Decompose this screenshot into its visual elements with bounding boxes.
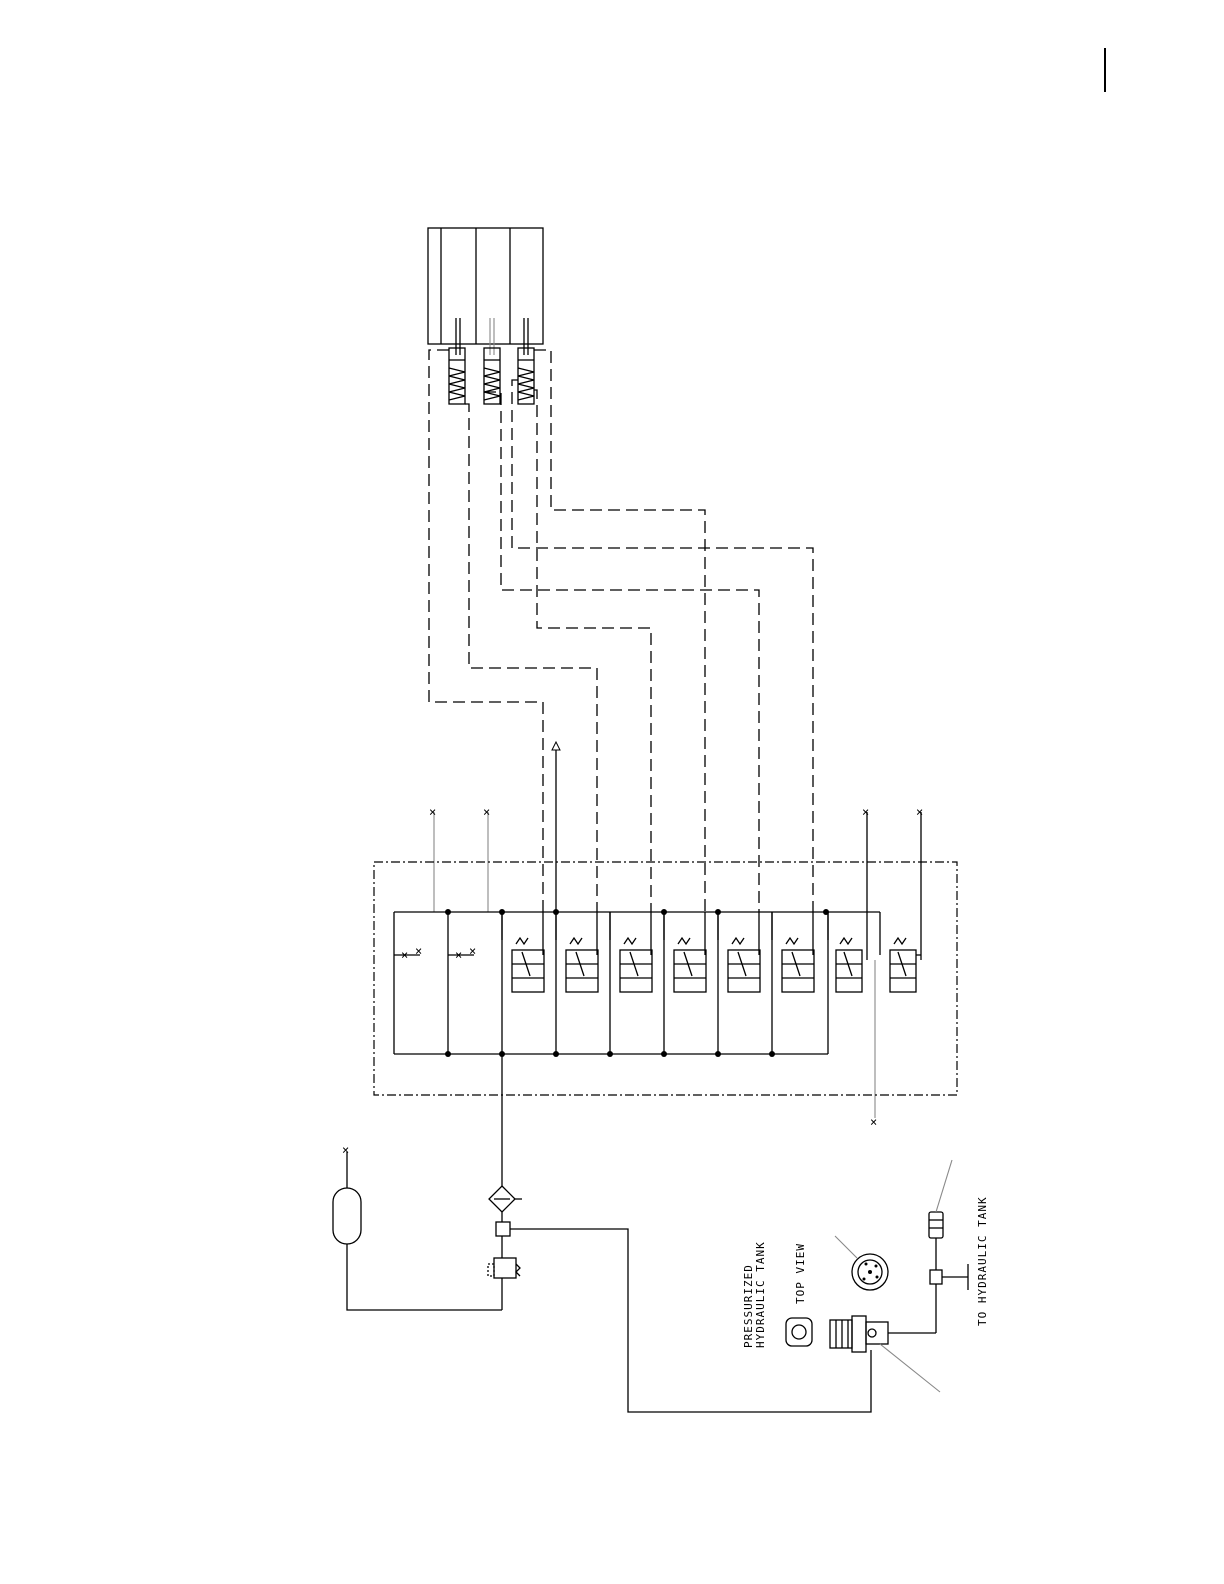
svg-text:×: ×: [916, 805, 923, 819]
svg-text:×: ×: [401, 948, 408, 962]
svg-text:×: ×: [870, 1115, 877, 1129]
svg-text:×: ×: [455, 948, 462, 962]
accumulator: ×: [333, 1143, 361, 1244]
tee-fitting: [496, 1222, 510, 1236]
actuator-housing: [428, 228, 543, 355]
cylinder-3: [518, 348, 534, 404]
solenoid-valve-6: [772, 912, 814, 992]
valve-manifold-enclosure: [374, 862, 957, 1095]
solenoid-valve-7: [828, 912, 862, 992]
cylinder-2: [484, 348, 500, 404]
top-view-label: TOP VIEW: [794, 1243, 807, 1304]
solenoid-valve-5: [718, 912, 760, 992]
pilot-lines: [429, 350, 813, 912]
tank-top-view-icon: [835, 1236, 888, 1290]
svg-text:×: ×: [469, 944, 476, 958]
cylinder-1: [449, 348, 465, 404]
solenoid-valve-8: [880, 912, 921, 992]
supply-line: [347, 1054, 871, 1412]
svg-text:×: ×: [483, 805, 490, 819]
svg-text:×: ×: [415, 944, 422, 958]
svg-text:×: ×: [342, 1143, 349, 1157]
to-hydraulic-tank-label: TO HYDRAULIC TANK: [976, 1196, 989, 1326]
manifold-rails: × × × ×: [394, 912, 880, 1054]
relief-valve: [488, 1258, 520, 1278]
tank-return-tee: [930, 1238, 968, 1333]
solenoid-valve-2: [556, 912, 598, 992]
vent-line: [552, 742, 560, 912]
solenoid-valve-4: [664, 912, 706, 992]
svg-text:×: ×: [862, 805, 869, 819]
pressurized-tank-label-line2: HYDRAULIC TANK: [754, 1241, 767, 1348]
svg-text:×: ×: [429, 805, 436, 819]
filter-symbol: [489, 1186, 522, 1212]
solenoid-valve-1: [502, 912, 544, 992]
tank-cap-icon: [786, 1318, 812, 1346]
solenoid-valve-3: [610, 912, 652, 992]
breather-fitting-icon: [929, 1160, 952, 1238]
tank-valve-assembly: [830, 1316, 940, 1392]
